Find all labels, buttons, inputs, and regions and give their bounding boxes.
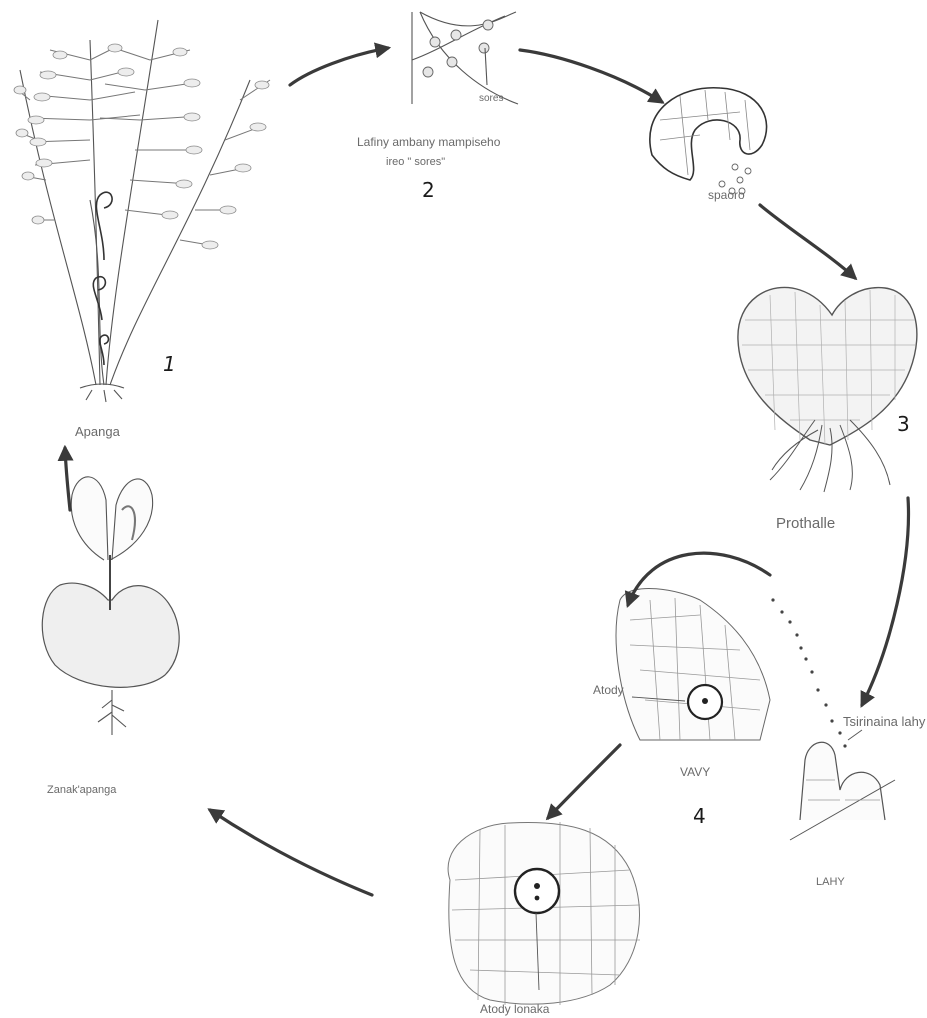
callout-atody: Atody: [593, 683, 624, 697]
arrow-sporophyte-to-fern: [65, 448, 70, 510]
stage-number-2: 2: [422, 178, 435, 202]
adult-fern-drawing: [14, 20, 270, 402]
arrow-prothallus-to-antheridium: [862, 498, 908, 705]
stage-number-3: 3: [897, 412, 910, 436]
stage-number-4: 4: [693, 804, 706, 828]
sporophyte-drawing: [42, 477, 179, 735]
label-spaoro: spaoro: [708, 188, 745, 202]
sori-leaf-drawing: [412, 12, 518, 104]
arrow-fern-to-sori: [290, 48, 388, 85]
label-lahy: LAHY: [816, 876, 845, 888]
cycle-arrows: [65, 48, 908, 895]
label-apanga: Apanga: [75, 424, 121, 439]
prothallus-drawing: [738, 287, 917, 492]
arrow-spores-to-prothallus: [760, 205, 855, 278]
stage-number-1: 1: [163, 352, 176, 376]
label-zanaka-apanga: Zanak'apanga: [47, 784, 117, 796]
sporangium-drawing: [650, 88, 767, 194]
label-tsirinaina-lahy: Tsirinaina lahy: [843, 714, 926, 729]
label-ireo-sores: ireo " sores": [386, 156, 445, 168]
arrow-zygote-to-sporophyte: [210, 810, 372, 895]
fertilized-egg-drawing: [448, 822, 640, 1005]
callout-sores: sores: [479, 93, 503, 104]
arrow-sori-to-sporangium: [520, 50, 662, 102]
archegonium-drawing: [616, 588, 770, 740]
arrow-archegonium-to-zygote: [548, 745, 620, 818]
label-vavy: VAVY: [680, 765, 710, 779]
label-atody-lonaka: Atody lonaka: [480, 1002, 550, 1016]
label-lafiny: Lafiny ambany mampiseho: [357, 135, 501, 149]
label-prothalle: Prothalle: [776, 515, 835, 532]
